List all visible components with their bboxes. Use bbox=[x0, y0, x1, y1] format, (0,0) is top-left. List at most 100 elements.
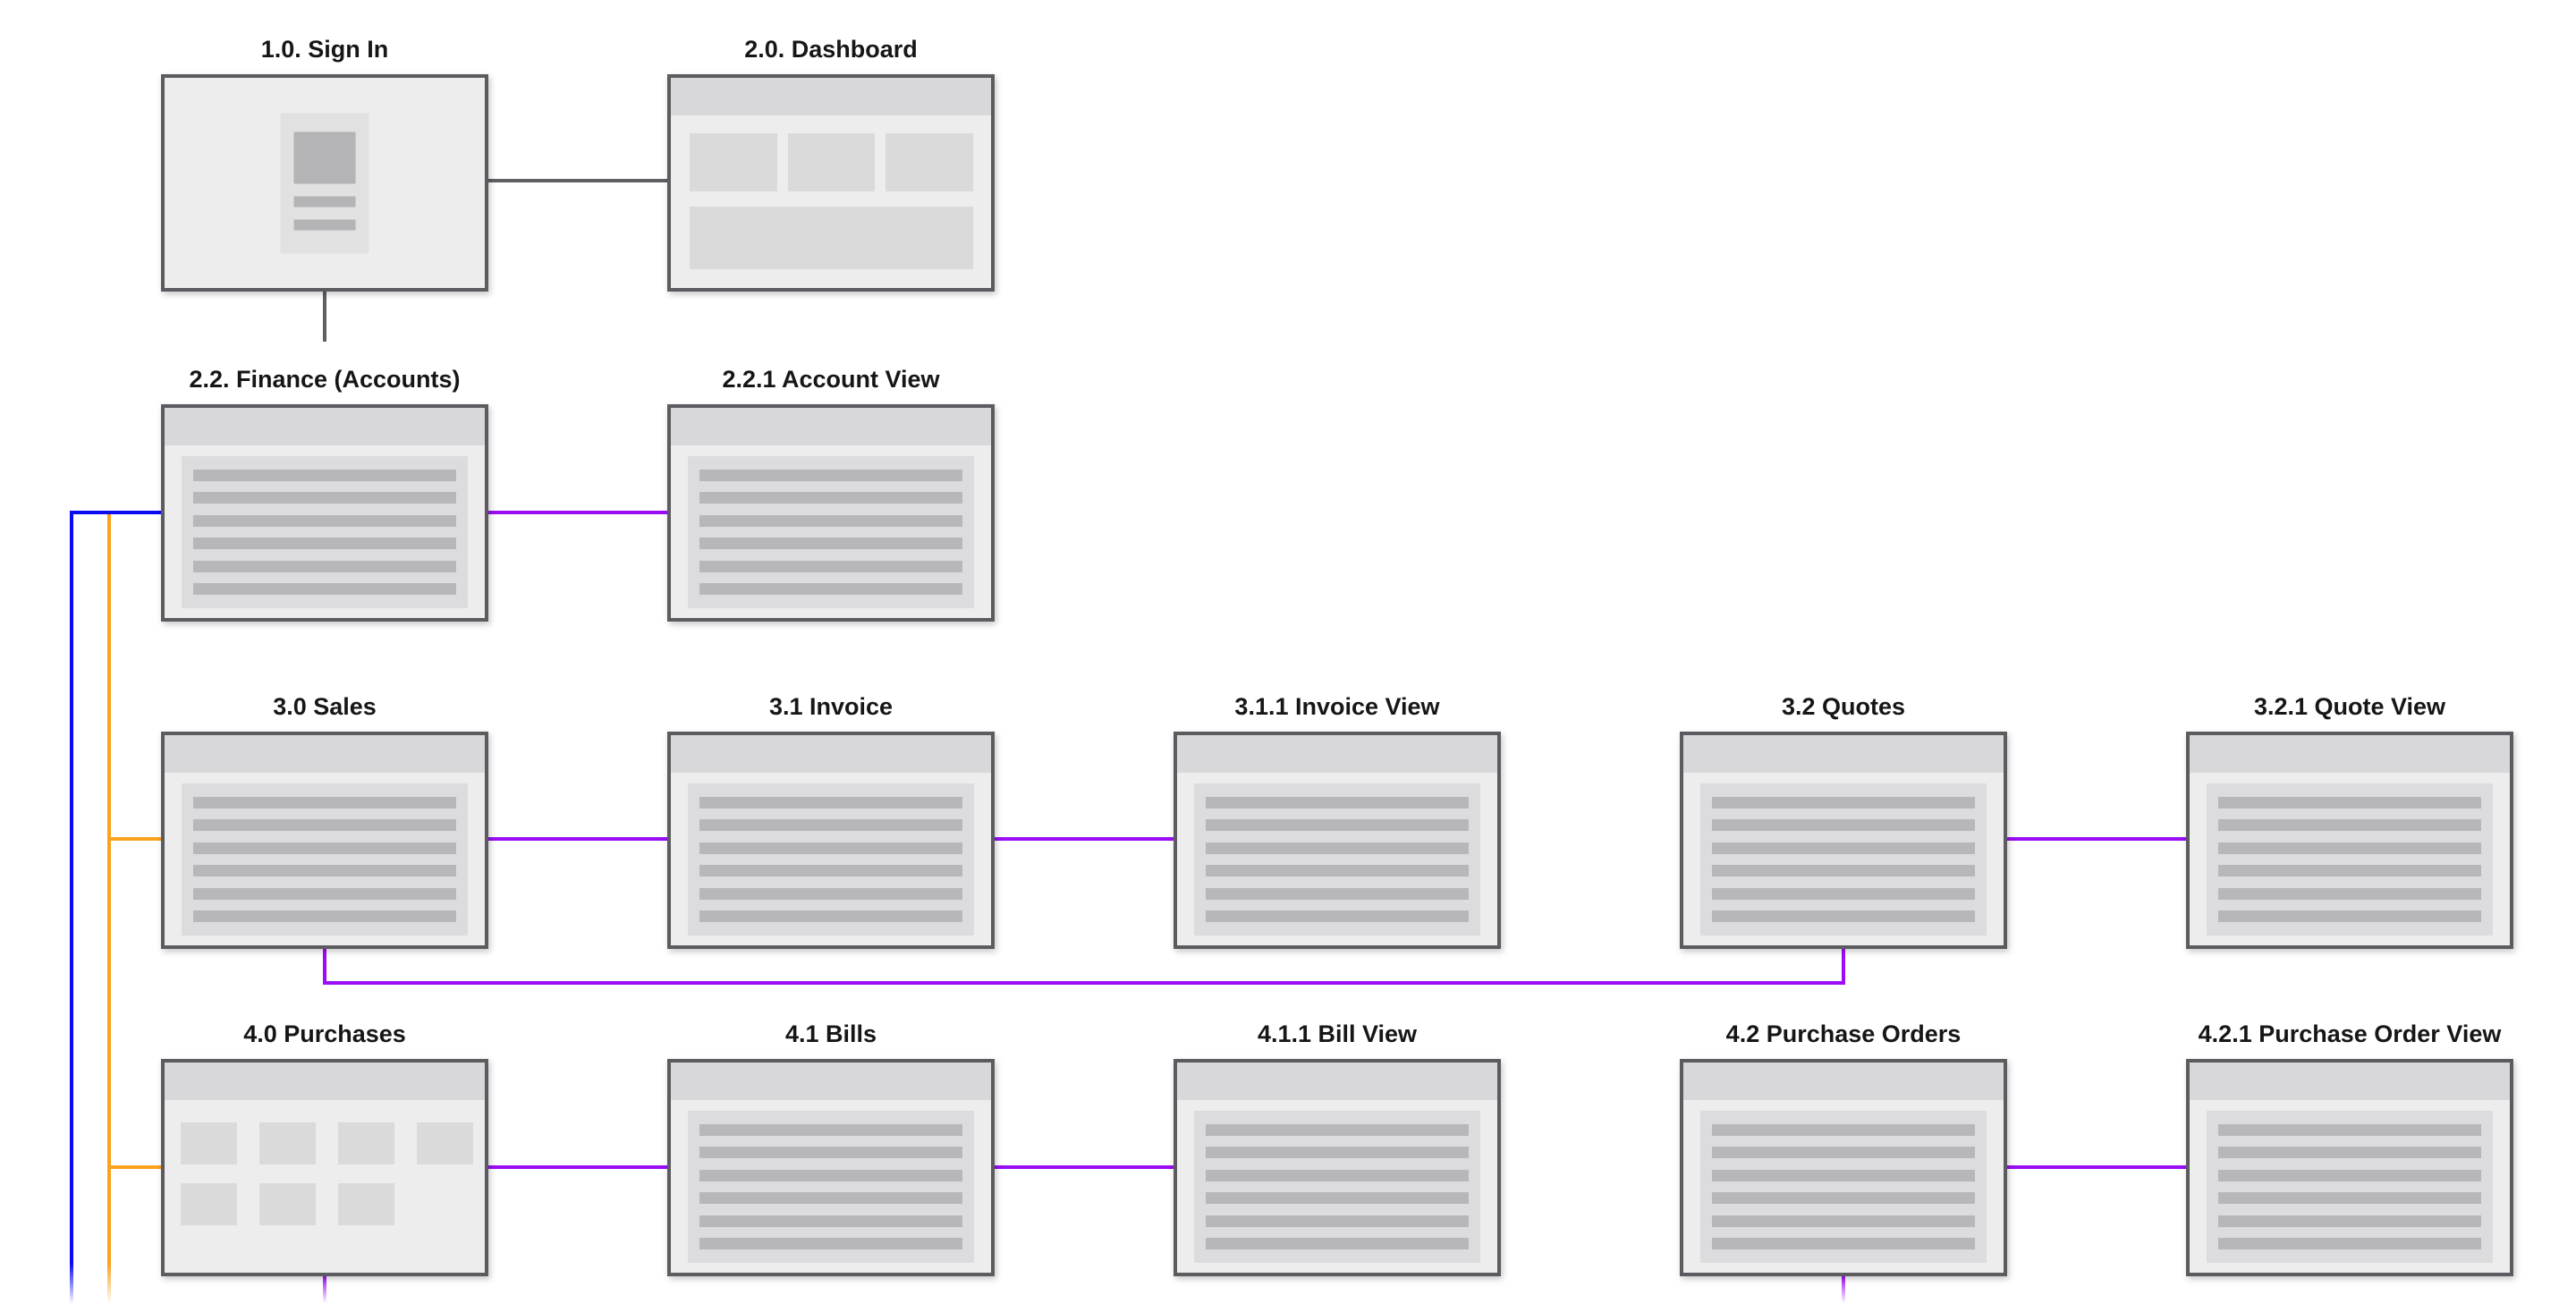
list-stripe bbox=[699, 842, 962, 854]
list-stripe bbox=[1206, 910, 1469, 922]
list-stripe bbox=[699, 797, 962, 809]
node-label: 4.1 Bills bbox=[784, 1020, 877, 1047]
node-2-2-finance-accounts[interactable]: 2.2. Finance (Accounts) bbox=[161, 366, 488, 622]
tile-placeholder bbox=[181, 1183, 237, 1225]
node-4-1-bills[interactable]: 4.1 Bills bbox=[667, 1020, 995, 1276]
wireframe-titlebar bbox=[2190, 735, 2510, 773]
list-stripe bbox=[1206, 797, 1469, 809]
connector-signin-finance-stub bbox=[323, 291, 326, 342]
list-stripe bbox=[699, 492, 962, 504]
list-stripe bbox=[2218, 1192, 2481, 1205]
list-stripe bbox=[699, 1215, 962, 1227]
list-wireframe bbox=[1194, 783, 1480, 936]
node-2-0-dashboard[interactable]: 2.0. Dashboard bbox=[667, 36, 995, 292]
list-stripe bbox=[699, 819, 962, 832]
list-stripe bbox=[699, 582, 962, 595]
list-stripe bbox=[1712, 865, 1975, 877]
node-label: 4.0 Purchases bbox=[243, 1020, 406, 1047]
list-stripe bbox=[193, 492, 456, 504]
node-label: 3.2 Quotes bbox=[1781, 693, 1906, 720]
list-wireframe bbox=[1700, 783, 1987, 936]
node-4-2-1-purchase-order-view[interactable]: 4.2.1 Purchase Order View bbox=[2186, 1020, 2513, 1276]
node-label: 2.2. Finance (Accounts) bbox=[189, 366, 461, 393]
node-label: 4.1.1 Bill View bbox=[1257, 1020, 1418, 1047]
list-wireframe bbox=[1194, 1111, 1480, 1263]
list-stripe bbox=[1206, 1237, 1469, 1249]
list-stripe bbox=[193, 797, 456, 809]
node-3-2-1-quote-view[interactable]: 3.2.1 Quote View bbox=[2186, 693, 2513, 949]
connector-trunk-blue bbox=[70, 511, 73, 1304]
list-stripe bbox=[1206, 1124, 1469, 1136]
list-stripe bbox=[699, 1237, 962, 1249]
tile-placeholder bbox=[259, 1183, 316, 1225]
node-label: 2.0. Dashboard bbox=[744, 36, 918, 63]
node-3-1-1-invoice-view[interactable]: 3.1.1 Invoice View bbox=[1174, 693, 1501, 949]
connector-sales-quotes-up bbox=[1842, 949, 1845, 985]
list-stripe bbox=[1206, 887, 1469, 900]
tile-placeholder bbox=[417, 1122, 473, 1164]
list-stripe bbox=[193, 865, 456, 877]
list-stripe bbox=[193, 910, 456, 922]
node-1-0-sign-in[interactable]: 1.0. Sign In bbox=[161, 36, 488, 292]
node-label: 4.2 Purchase Orders bbox=[1725, 1020, 1962, 1047]
node-label: 3.0 Sales bbox=[273, 693, 377, 720]
list-wireframe bbox=[182, 456, 468, 608]
node-label: 3.1 Invoice bbox=[768, 693, 894, 720]
connector-finance-branch-blue bbox=[72, 511, 163, 514]
list-stripe bbox=[1712, 797, 1975, 809]
wireframe-titlebar bbox=[671, 735, 991, 773]
list-stripe bbox=[2218, 865, 2481, 877]
list-stripe bbox=[193, 560, 456, 572]
connector-signin-dashboard bbox=[488, 179, 667, 182]
list-stripe bbox=[699, 1169, 962, 1181]
wireframe-titlebar bbox=[165, 735, 485, 773]
list-stripe bbox=[699, 865, 962, 877]
list-wireframe bbox=[182, 783, 468, 936]
node-4-0-purchases[interactable]: 4.0 Purchases bbox=[161, 1020, 488, 1276]
list-stripe bbox=[2218, 1124, 2481, 1136]
list-wireframe bbox=[2207, 783, 2493, 936]
connector-orange-purchases bbox=[107, 1165, 163, 1169]
list-stripe bbox=[1712, 887, 1975, 900]
list-stripe bbox=[2218, 910, 2481, 922]
list-wireframe bbox=[2207, 1111, 2493, 1263]
connector-sales-quotes-down bbox=[323, 949, 326, 985]
list-stripe bbox=[1712, 910, 1975, 922]
node-2-2-1-account-view[interactable]: 2.2.1 Account View bbox=[667, 366, 995, 622]
list-stripe bbox=[1712, 1147, 1975, 1159]
node-3-0-sales[interactable]: 3.0 Sales bbox=[161, 693, 488, 949]
list-stripe bbox=[193, 887, 456, 900]
connector-orange-sales bbox=[107, 837, 163, 841]
list-stripe bbox=[2218, 1169, 2481, 1181]
list-stripe bbox=[699, 560, 962, 572]
list-stripe bbox=[1206, 842, 1469, 854]
node-label: 3.2.1 Quote View bbox=[2253, 693, 2446, 720]
tile-placeholder bbox=[181, 1122, 237, 1164]
list-stripe bbox=[1712, 1169, 1975, 1181]
connector-purchaseorders-poview bbox=[2007, 1165, 2186, 1169]
node-3-2-quotes[interactable]: 3.2 Quotes bbox=[1680, 693, 2007, 949]
wireframe-titlebar bbox=[1177, 1063, 1497, 1100]
card-placeholder bbox=[690, 133, 777, 191]
wireframe-titlebar bbox=[1683, 735, 2004, 773]
list-stripe bbox=[1712, 842, 1975, 854]
node-4-1-1-bill-view[interactable]: 4.1.1 Bill View bbox=[1174, 1020, 1501, 1276]
list-stripe bbox=[1712, 1124, 1975, 1136]
node-4-2-purchase-orders[interactable]: 4.2 Purchase Orders bbox=[1680, 1020, 2007, 1276]
list-stripe bbox=[699, 887, 962, 900]
sign-in-field-placeholder bbox=[293, 219, 356, 230]
list-stripe bbox=[2218, 797, 2481, 809]
list-stripe bbox=[2218, 1237, 2481, 1249]
sign-in-form-wireframe bbox=[280, 113, 369, 253]
list-stripe bbox=[2218, 1215, 2481, 1227]
sign-in-logo-placeholder bbox=[293, 131, 356, 183]
card-placeholder bbox=[787, 133, 876, 191]
list-stripe bbox=[2218, 887, 2481, 900]
list-stripe bbox=[699, 1124, 962, 1136]
node-3-1-invoice[interactable]: 3.1 Invoice bbox=[667, 693, 995, 949]
connector-sales-quotes-across bbox=[323, 981, 1845, 985]
list-stripe bbox=[1712, 1237, 1975, 1249]
connector-quotes-quoteview bbox=[2007, 837, 2186, 841]
list-stripe bbox=[193, 819, 456, 832]
